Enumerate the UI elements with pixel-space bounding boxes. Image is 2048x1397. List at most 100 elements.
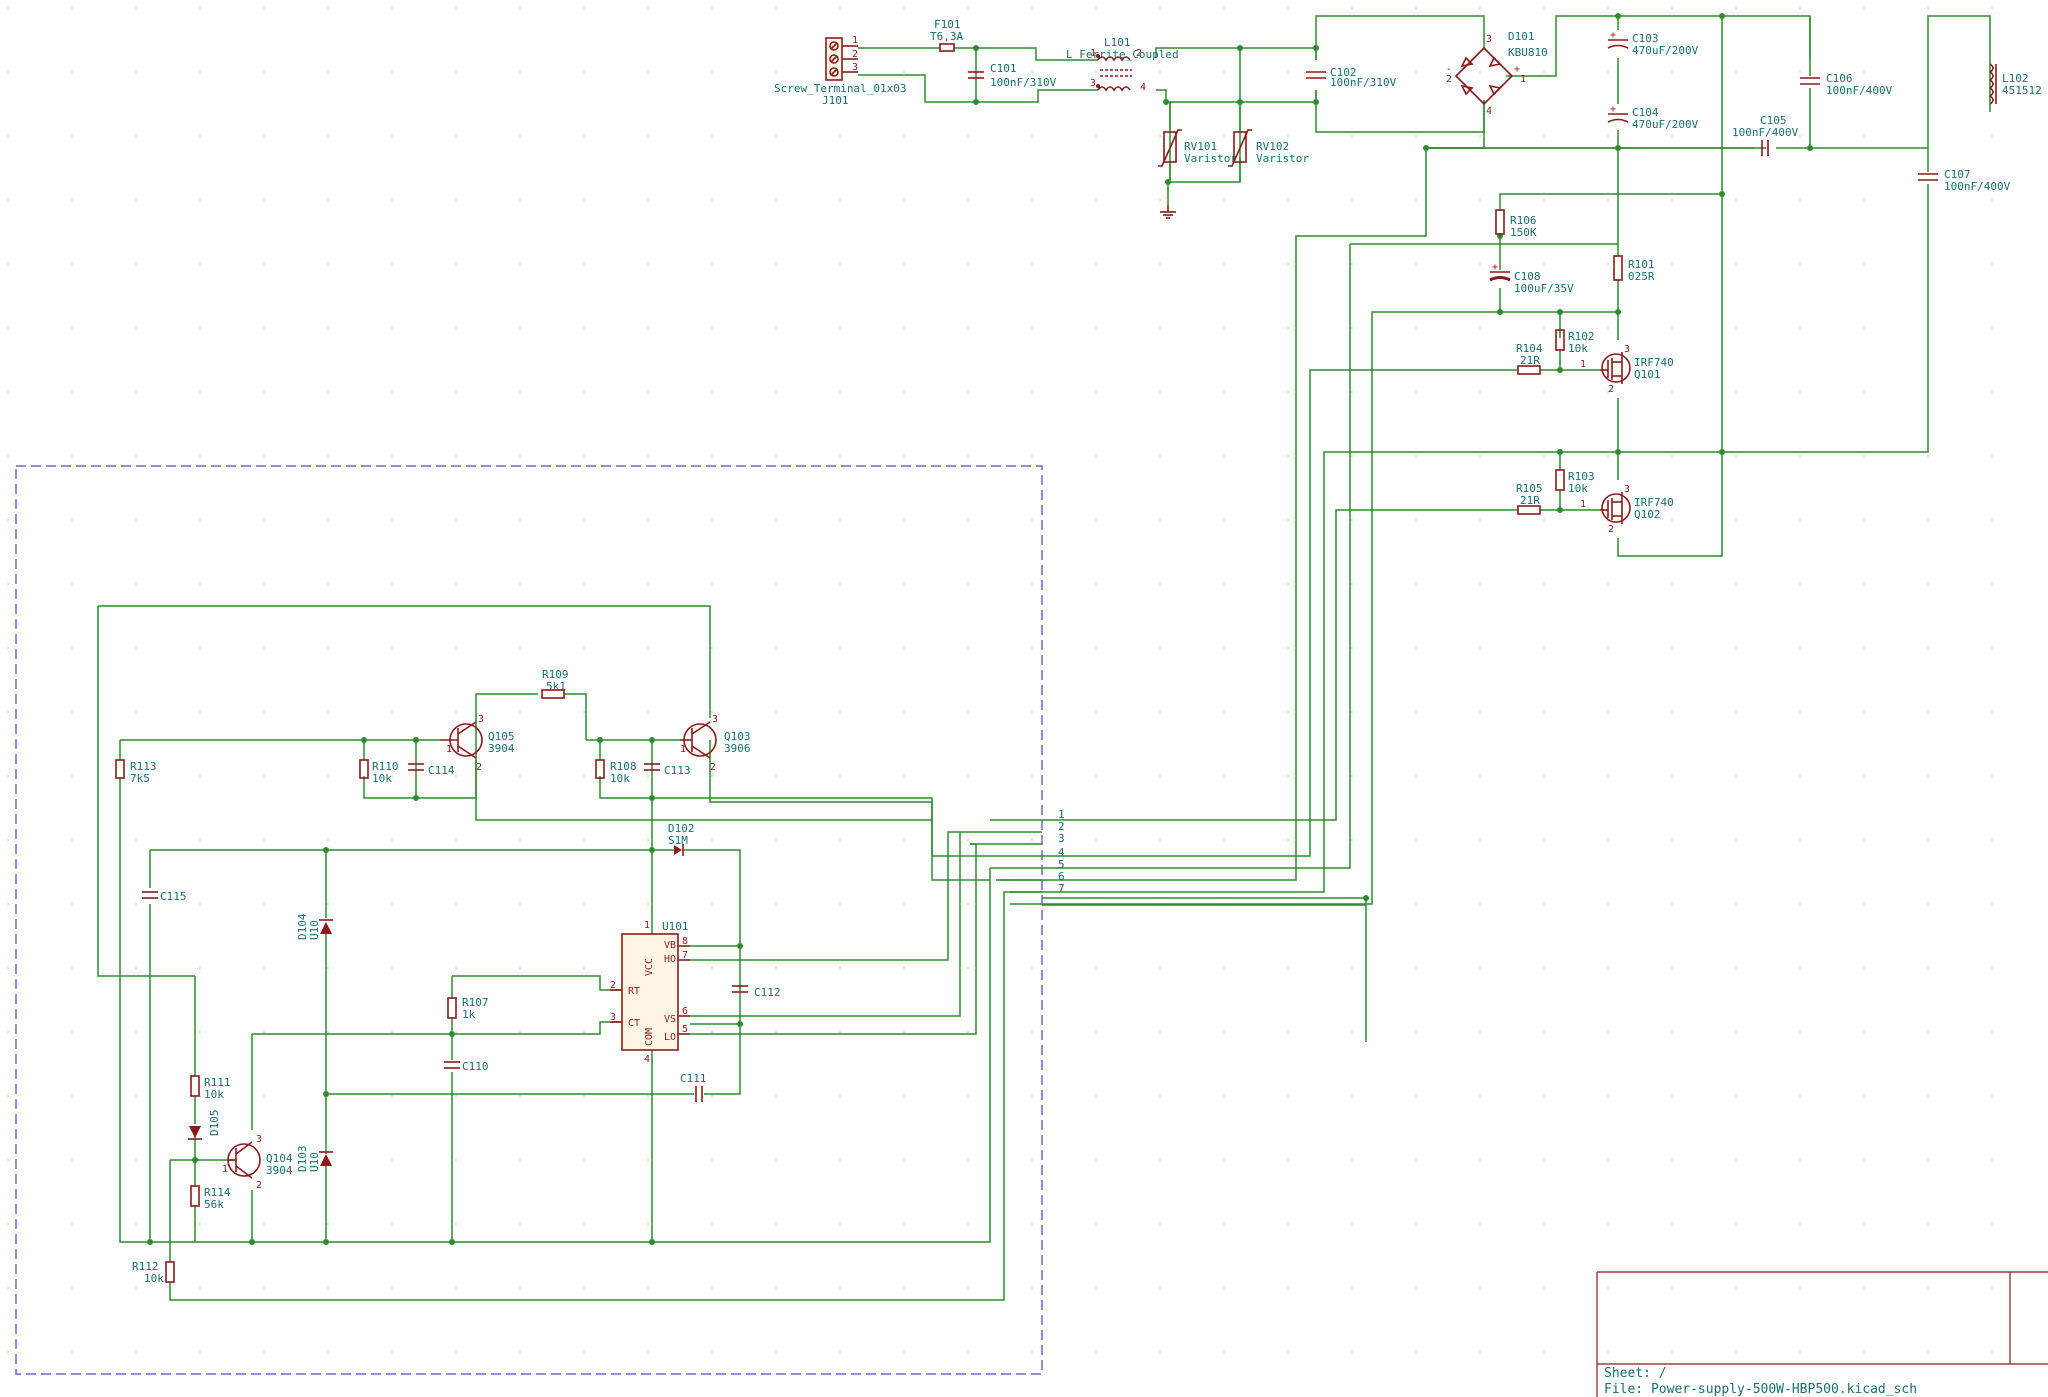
svg-text:2: 2 <box>256 1180 262 1191</box>
component-label-77: U10 <box>308 1152 321 1172</box>
svg-text:3: 3 <box>1624 344 1630 355</box>
component-label-46: R109 <box>542 668 569 681</box>
bus-number-5: 5 <box>1058 858 1065 871</box>
rv102-varistor[interactable] <box>1228 129 1252 167</box>
bus-number-4: 4 <box>1058 846 1065 859</box>
svg-text:1: 1 <box>222 1164 228 1175</box>
component-label-30: C108 <box>1514 270 1541 283</box>
c113-capacitor <box>644 763 660 771</box>
component-label-64: U10 <box>308 920 321 940</box>
svg-text:2: 2 <box>852 49 858 60</box>
c103-capacitor: + <box>1607 30 1629 49</box>
d104-diode[interactable] <box>319 919 333 934</box>
bus-number-7: 7 <box>1058 882 1065 895</box>
subsheet-frame[interactable] <box>15 465 1043 1375</box>
component-label-35: 10k <box>1568 342 1588 355</box>
component-label-56: C114 <box>428 764 455 777</box>
rv101-varistor[interactable] <box>1158 129 1182 167</box>
l102-inductor[interactable] <box>1988 63 1997 105</box>
svg-text:-: - <box>1446 64 1452 75</box>
q103-transistor[interactable]: 132 <box>680 714 718 773</box>
svg-text:+: + <box>1610 104 1616 115</box>
component-label-24: L102 <box>2002 72 2029 85</box>
component-label-20: C105 <box>1760 114 1787 127</box>
d103-diode[interactable] <box>319 1151 333 1166</box>
pin-label-86: VB <box>664 940 676 951</box>
component-label-36: R104 <box>1516 342 1543 355</box>
svg-text:3: 3 <box>852 62 858 73</box>
svg-text:+: + <box>1514 64 1520 75</box>
d102-diode[interactable] <box>674 844 684 856</box>
svg-text:4: 4 <box>1140 82 1146 93</box>
c105-capacitor <box>1761 140 1769 156</box>
svg-text:1: 1 <box>1520 74 1526 85</box>
wires <box>97 15 1991 1301</box>
r113-resistor <box>115 759 125 779</box>
c115-capacitor <box>142 891 158 899</box>
component-label-50: Q103 <box>724 730 751 743</box>
f101-fuse[interactable] <box>939 43 955 52</box>
svg-text:2: 2 <box>1446 74 1452 85</box>
component-label-16: C103 <box>1632 32 1659 45</box>
d101-bridge-rectifier[interactable]: 3 2 + 1 - 4 <box>1446 34 1526 117</box>
r114-resistor <box>190 1185 200 1207</box>
r109-resistor <box>541 689 565 699</box>
svg-text:1: 1 <box>680 744 686 755</box>
bus-number-3: 3 <box>1058 832 1065 845</box>
svg-text:3: 3 <box>256 1134 262 1145</box>
d105-diode[interactable] <box>188 1126 202 1140</box>
title-sheet-text: Sheet: / <box>1604 1366 1667 1381</box>
component-label-59: C113 <box>664 764 691 777</box>
component-label-3: T6,3A <box>930 30 963 43</box>
component-label-55: 10k <box>372 772 392 785</box>
q105-transistor[interactable]: 132 <box>440 714 484 773</box>
component-label-75: 3904 <box>266 1164 293 1177</box>
pin-label-89: LO <box>664 1032 676 1043</box>
component-label-41: 10k <box>1568 482 1588 495</box>
component-label-67: R107 <box>462 996 489 1009</box>
component-label-44: IRF740 <box>1634 496 1674 509</box>
component-label-10: RV102 <box>1256 140 1289 153</box>
r110-resistor <box>359 759 369 779</box>
junction-dots <box>147 13 1813 1245</box>
component-label-18: C104 <box>1632 106 1659 119</box>
component-label-48: Q105 <box>488 730 515 743</box>
svg-text:5: 5 <box>682 1024 688 1035</box>
svg-text:3: 3 <box>1486 34 1492 45</box>
component-label-19: 470uF/200V <box>1632 118 1699 131</box>
resistors[interactable] <box>115 209 1623 1283</box>
r106-resistor <box>1495 209 1505 235</box>
component-label-39: Q101 <box>1634 368 1661 381</box>
c111-capacitor <box>695 1086 703 1102</box>
q101-mosfet[interactable]: 1 3 2 <box>1580 344 1631 395</box>
c114-capacitor <box>408 763 424 771</box>
q104-transistor[interactable]: 1 3 2 <box>222 1134 262 1191</box>
component-label-42: R105 <box>1516 482 1543 495</box>
svg-text:7: 7 <box>682 950 688 961</box>
j101-terminal[interactable]: 1 2 3 <box>825 35 858 81</box>
component-label-5: 100nF/310V <box>990 76 1057 89</box>
component-label-61: S1M <box>668 834 688 847</box>
component-label-32: R101 <box>1628 258 1655 271</box>
component-label-78: R114 <box>204 1186 231 1199</box>
c102-capacitor <box>1306 71 1326 79</box>
c107-capacitor <box>1918 173 1938 181</box>
q102-mosfet[interactable]: 1 3 2 <box>1580 484 1631 535</box>
component-label-53: 7k5 <box>130 772 150 785</box>
component-label-43: 21R <box>1520 494 1540 507</box>
svg-text:8: 8 <box>682 936 688 947</box>
component-label-45: Q102 <box>1634 508 1661 521</box>
component-label-60: D102 <box>668 822 695 835</box>
u101-ic[interactable]: 1 8 7 6 5 2 3 4 <box>610 920 690 1065</box>
svg-text:+: + <box>1610 30 1616 41</box>
svg-text:1: 1 <box>1580 359 1586 370</box>
capacitors[interactable]: + + + <box>142 30 1938 1102</box>
c101-capacitor <box>968 71 984 79</box>
component-label-71: R111 <box>204 1076 231 1089</box>
component-label-6: L101 <box>1104 36 1131 49</box>
component-label-8: RV101 <box>1184 140 1217 153</box>
r112-resistor <box>165 1261 175 1283</box>
